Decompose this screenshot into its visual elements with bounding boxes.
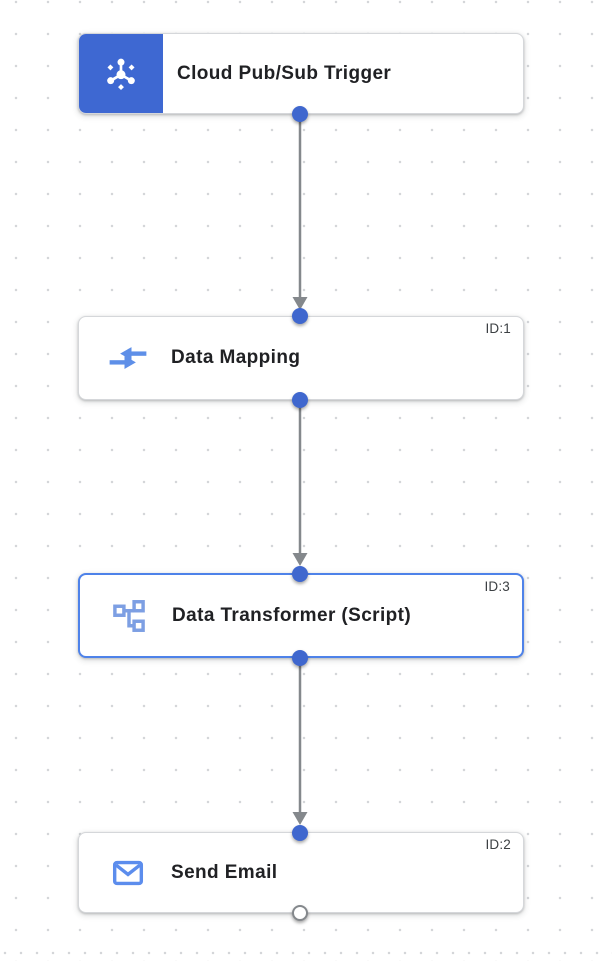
node-send-email[interactable]: ID:2 Send Email	[78, 832, 524, 913]
node-title: Data Transformer (Script)	[172, 604, 412, 626]
port-mapping-output[interactable]	[292, 392, 308, 408]
arrowhead-icon	[292, 812, 308, 825]
data-transformer-icon	[107, 594, 151, 638]
node-id-label: ID:2	[485, 837, 511, 852]
node-title: Send Email	[171, 861, 278, 883]
port-email-input[interactable]	[292, 825, 308, 841]
node-title: Cloud Pub/Sub Trigger	[177, 62, 392, 84]
arrowhead-icon	[292, 553, 308, 566]
edge-trigger-to-mapping	[292, 114, 308, 310]
edge-mapping-to-transformer	[292, 400, 308, 566]
node-id-label: ID:3	[484, 579, 510, 594]
node-id-label: ID:1	[485, 321, 511, 336]
canvas-edge-grid	[0, 948, 612, 961]
port-trigger-output[interactable]	[292, 106, 308, 122]
port-email-output-open[interactable]	[292, 905, 308, 921]
port-mapping-input[interactable]	[292, 308, 308, 324]
node-cloud-pubsub-trigger[interactable]: Cloud Pub/Sub Trigger	[78, 33, 524, 114]
port-transformer-output[interactable]	[292, 650, 308, 666]
data-mapping-icon	[106, 336, 150, 380]
pubsub-trigger-icon	[79, 34, 163, 113]
node-title: Data Mapping	[171, 347, 301, 368]
edge-transformer-to-email	[292, 658, 308, 825]
node-data-mapping[interactable]: ID:1 Data Mapping	[78, 316, 524, 400]
port-transformer-input[interactable]	[292, 566, 308, 582]
arrowhead-icon	[292, 297, 308, 310]
send-email-icon	[106, 851, 150, 895]
node-data-transformer-script[interactable]: ID:3 Data Transformer (Script)	[78, 573, 524, 658]
